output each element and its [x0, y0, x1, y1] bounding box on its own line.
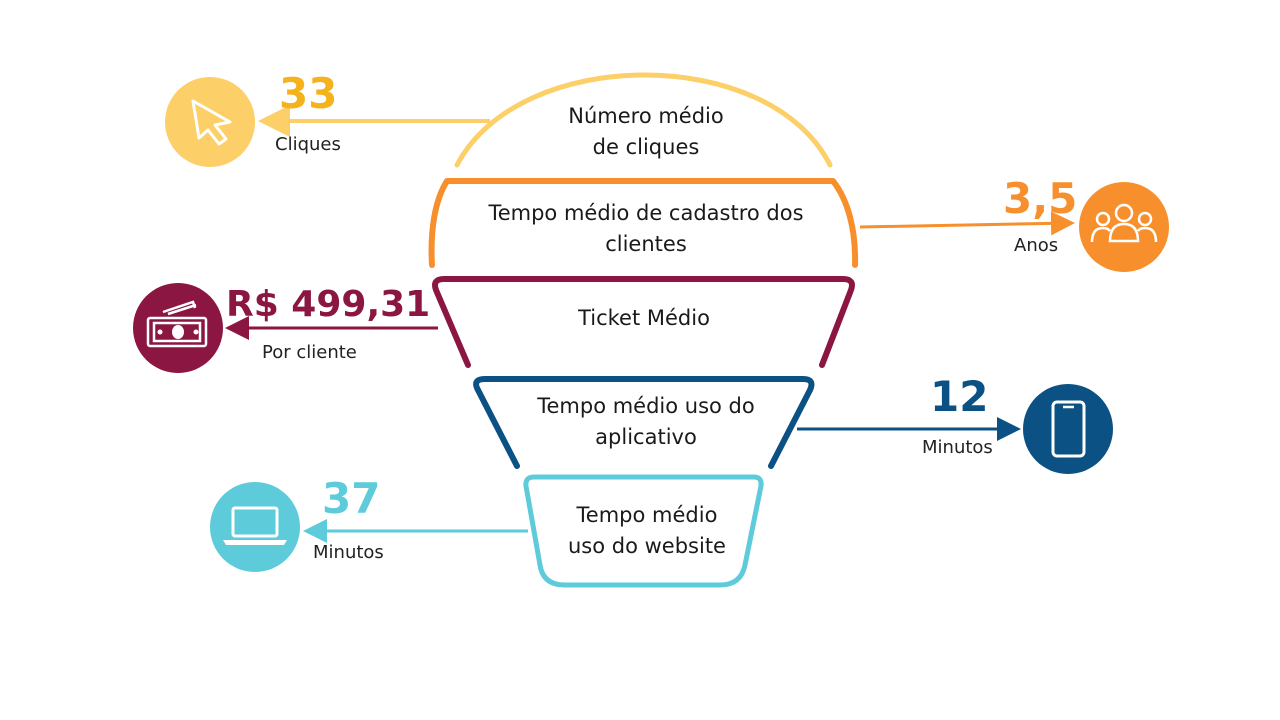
value-registration: 3,5 — [1003, 174, 1078, 223]
unit-app: Minutos — [922, 437, 993, 458]
segment-label-clicks: Número médio de cliques — [568, 104, 724, 159]
segment-label-ticket: Ticket Médio — [578, 306, 710, 330]
laptop-icon — [210, 482, 300, 572]
unit-registration: Anos — [1014, 235, 1059, 256]
unit-website: Minutos — [313, 542, 384, 563]
funnel-segment-app — [473, 376, 815, 469]
money-icon — [133, 283, 223, 373]
segment-label-registration: Tempo médio de cadastro dos clientes — [488, 201, 804, 256]
value-clicks: 33 — [279, 69, 338, 118]
funnel-segment-clicks — [454, 72, 833, 168]
arrow-registration — [859, 211, 1075, 236]
value-website: 37 — [322, 474, 381, 523]
segment-label-website: Tempo médio uso do website — [568, 503, 726, 558]
value-ticket: R$ 499,31 — [226, 284, 431, 325]
funnel-segment-ticket — [432, 276, 855, 368]
funnel-segment-registration — [428, 178, 859, 268]
value-app: 12 — [930, 372, 989, 421]
unit-clicks: Cliques — [275, 134, 341, 155]
smartphone-icon — [1023, 384, 1113, 474]
users-icon — [1079, 182, 1169, 272]
unit-ticket: Por cliente — [262, 342, 357, 363]
cursor-icon — [165, 77, 255, 167]
segment-label-app: Tempo médio uso do aplicativo — [537, 394, 755, 449]
funnel-segment-website — [523, 474, 764, 588]
